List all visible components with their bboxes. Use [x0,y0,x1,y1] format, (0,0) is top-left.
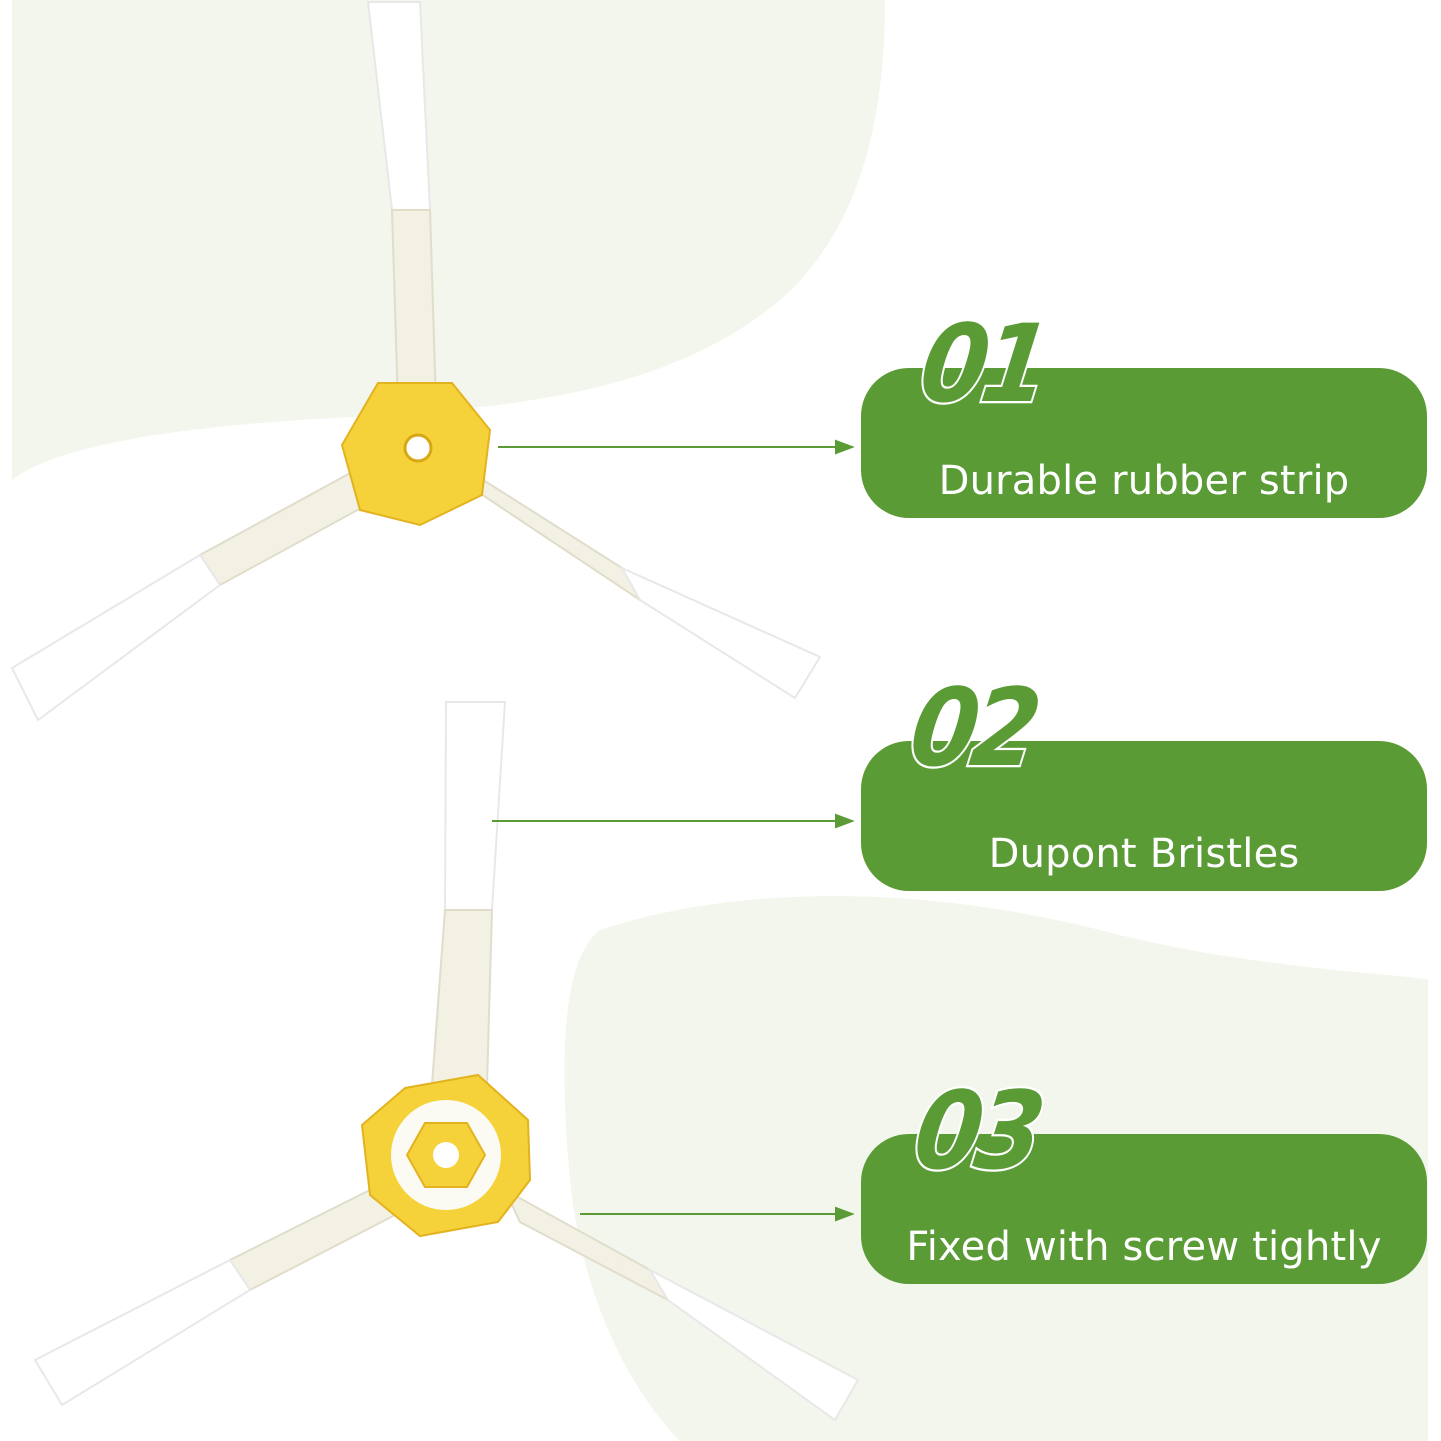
side-brush-front-image [10,0,822,722]
brush-arm [390,209,438,406]
side-brush-back-image [33,701,860,1422]
feature-label-2: Dupont Bristles [988,831,1300,877]
brush-bristles [33,1258,252,1407]
brush-bristles [10,553,222,722]
hub-center-hole-icon [403,433,433,463]
top-background-blob [12,0,885,480]
feature-badge-2: Dupont Bristles [861,741,1427,891]
brush-bristles [619,565,822,700]
feature-label-1: Durable rubber strip [938,458,1350,504]
feature-number-2: 02 [901,663,1044,793]
feature-badge-3: Fixed with screw tightly [861,1134,1427,1284]
callout-arrow [498,439,855,455]
brush-bristles [647,1267,860,1422]
feature-label-3: Fixed with screw tightly [906,1224,1382,1270]
brush-bristles [443,701,507,911]
brush-arm [228,1183,397,1292]
feature-number-3: 03 [905,1066,1048,1196]
callout-arrow [580,1206,855,1222]
feature-number-1: 01 [911,299,1054,429]
hub-center-hole-icon [433,1142,459,1168]
callout-arrow [492,813,855,829]
brush-arm [430,909,494,1086]
feature-badge-1: Durable rubber strip [861,368,1427,518]
